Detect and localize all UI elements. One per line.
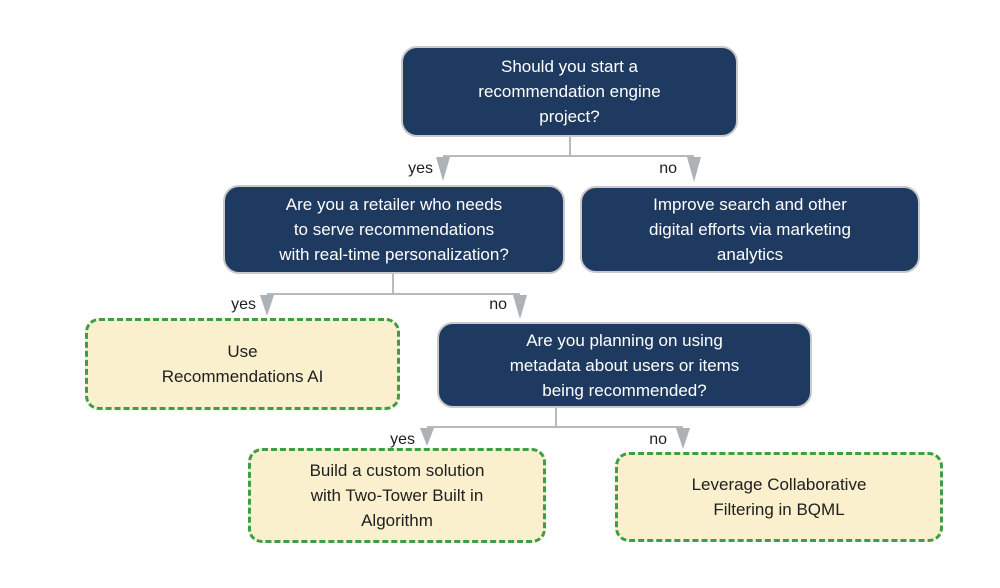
node-custom-solution: Build a custom solution with Two-Tower B… [248,448,546,543]
node-start-question: Should you start a recommendation engine… [401,46,738,137]
arrow-down-icon [436,157,450,181]
node-metadata-question: Are you planning on using metadata about… [437,322,812,408]
edge-start-no [570,155,701,182]
edge-retailer-no [393,293,527,319]
edge-label-yes: yes [231,296,256,313]
edge-metadata-yes [420,408,557,446]
edge-metadata-no [556,426,690,449]
node-improve-search: Improve search and other digital efforts… [580,186,920,273]
arrow-down-icon [420,428,434,446]
arrow-down-icon [513,295,527,319]
edge-label-yes: yes [408,160,433,177]
arrow-down-icon [260,295,274,316]
edge-label-no: no [489,296,507,313]
edge-label-yes: yes [390,431,415,448]
arrow-down-icon [676,428,690,449]
edge-retailer-yes [260,273,394,316]
node-retailer-question: Are you a retailer who needs to serve re… [223,185,565,274]
edge-label-no: no [649,431,667,448]
edge-start-yes [436,137,571,181]
node-bqml-solution: Leverage Collaborative Filtering in BQML [615,452,943,542]
edge-label-no: no [659,160,677,177]
arrow-down-icon [687,157,701,182]
node-use-recommendations-ai: Use Recommendations AI [85,318,400,410]
